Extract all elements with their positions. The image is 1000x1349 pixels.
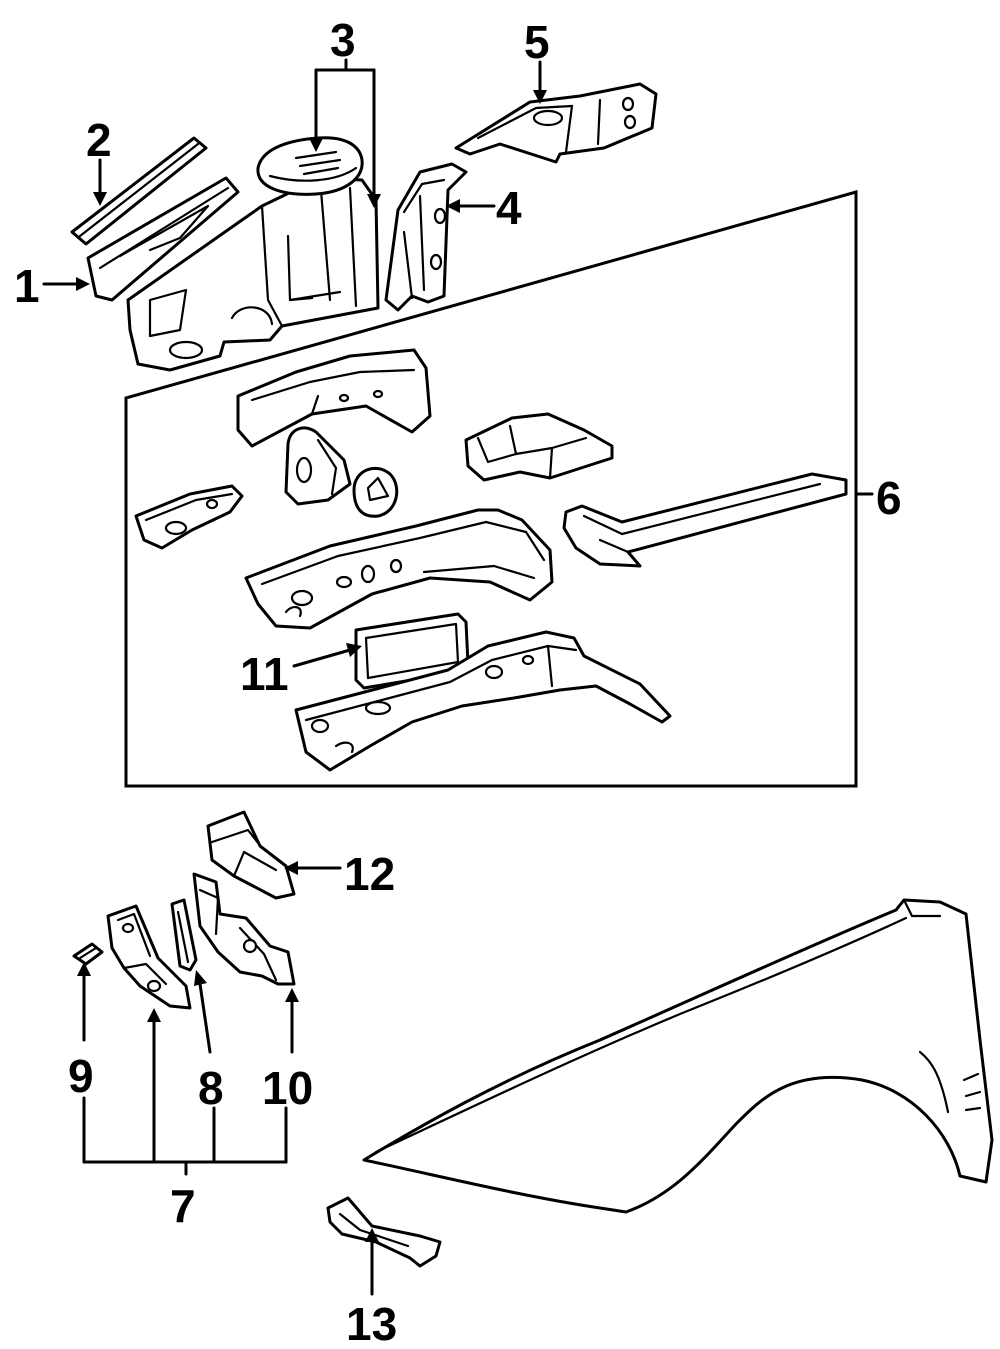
part-8-strap — [170, 898, 198, 972]
leader-8 — [194, 970, 216, 1164]
part-9-bolt — [72, 942, 104, 966]
leader-12 — [284, 861, 342, 875]
leader-10 — [284, 988, 299, 1164]
callout-12: 12 — [344, 848, 395, 900]
part-13-fender-brace — [326, 1196, 442, 1268]
callout-5: 5 — [524, 16, 550, 68]
leader-7-bracket — [82, 1096, 288, 1176]
callout-13: 13 — [346, 1298, 397, 1349]
callout-10: 10 — [262, 1062, 313, 1114]
callout-2: 2 — [86, 114, 112, 166]
leader-2 — [93, 158, 107, 206]
part-6-lower-frame-rail — [294, 630, 672, 772]
part-10-support-bracket — [192, 872, 296, 986]
part-6-upper-shield — [236, 348, 432, 448]
callout-4: 4 — [496, 182, 522, 234]
part-7-hinge — [106, 904, 192, 1010]
leader-13 — [365, 1228, 379, 1296]
part-3-wheel-apron — [126, 176, 380, 372]
part-3-strut-cap — [256, 136, 364, 196]
callout-1: 1 — [14, 260, 40, 312]
leader-3 — [309, 58, 381, 208]
callout-11: 11 — [240, 648, 289, 700]
part-6-mount-bracket — [284, 426, 352, 506]
leader-9 — [77, 962, 91, 1042]
part-2-reinforcement-strip — [70, 136, 208, 246]
callout-3: 3 — [330, 14, 356, 66]
callout-9: 9 — [68, 1050, 94, 1102]
callout-7: 7 — [170, 1180, 196, 1232]
part-6-box-bracket — [464, 412, 614, 482]
leader-7-hinge — [147, 1008, 161, 1164]
fender-panel — [362, 898, 994, 1214]
part-5-upper-support — [454, 82, 658, 164]
callout-8: 8 — [198, 1062, 224, 1114]
leader-11 — [292, 643, 362, 668]
callout-6: 6 — [876, 472, 902, 524]
leader-1 — [42, 277, 90, 291]
part-6-small-cap — [352, 467, 399, 518]
part-6-long-rail — [562, 472, 848, 568]
part-1-rail — [86, 176, 240, 302]
part-6-kit-frame — [124, 190, 858, 788]
part-6-upper-frame-rail — [244, 508, 554, 630]
part-4-bracket — [384, 162, 468, 312]
leader-5 — [533, 60, 547, 104]
leader-4 — [446, 199, 496, 213]
part-6-small-bracket — [134, 484, 244, 550]
part-12-bracket — [206, 810, 296, 900]
